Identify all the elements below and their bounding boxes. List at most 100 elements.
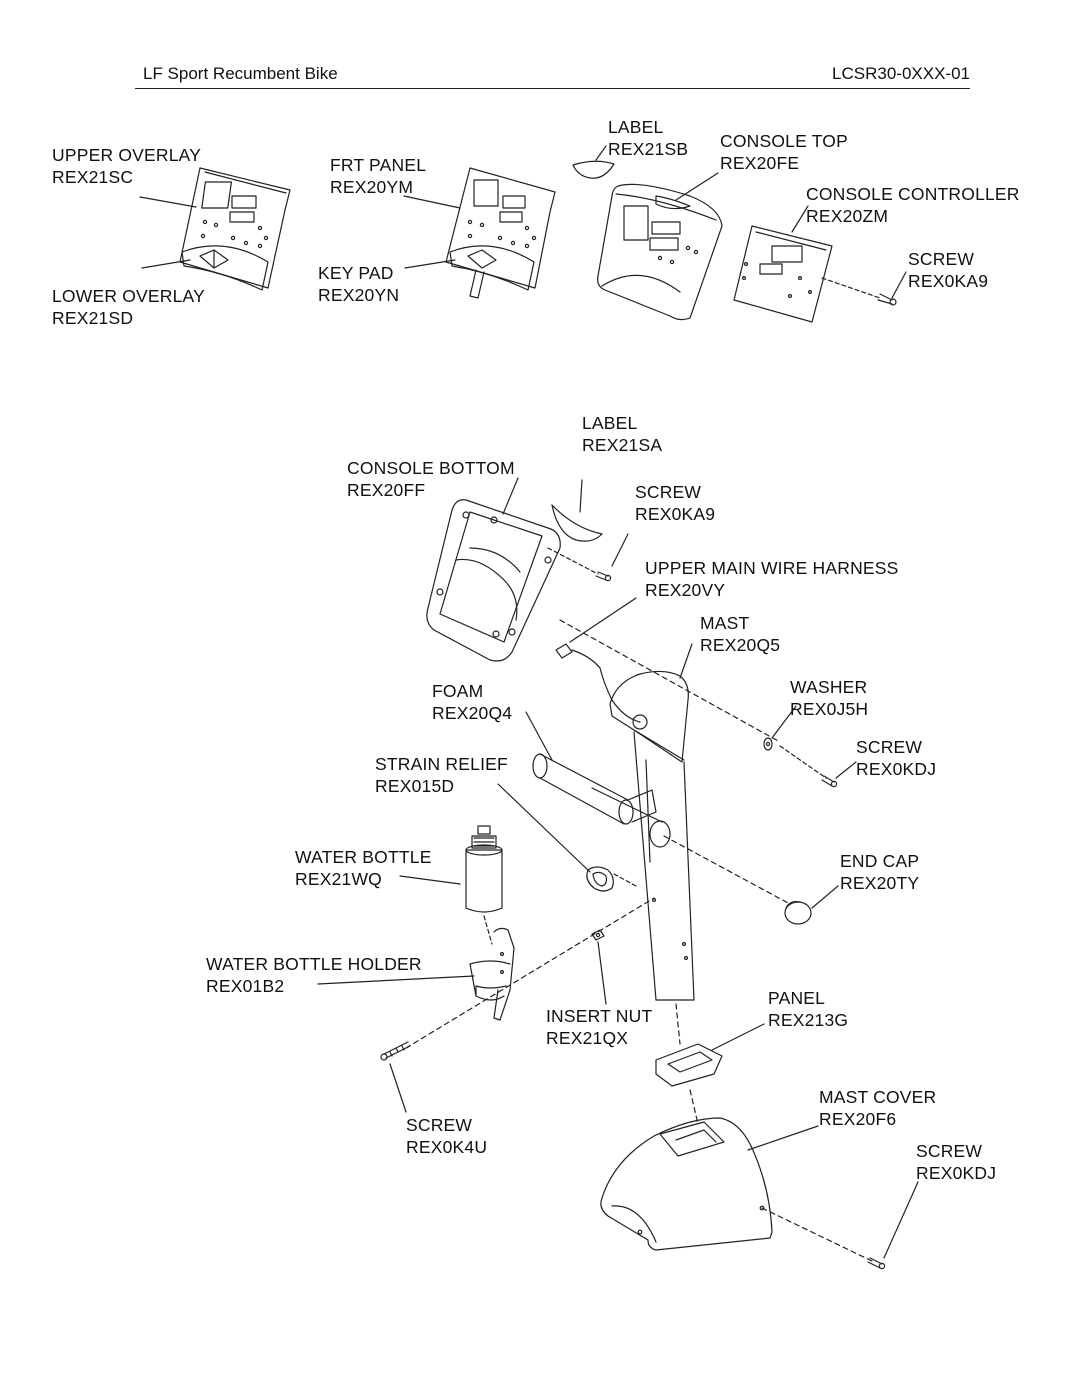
screw-mast-drawing <box>822 776 837 787</box>
water-bottle-holder-name: WATER BOTTLE HOLDER <box>206 954 422 974</box>
label-insert-nut: INSERT NUT REX21QX <box>546 1005 652 1049</box>
water-bottle-holder-leader <box>318 976 474 984</box>
front-panel-drawing <box>446 168 555 288</box>
lower-overlay-name: LOWER OVERLAY <box>52 286 206 306</box>
screw-console-bottom-code: REX0KA9 <box>635 504 716 524</box>
document-title: LF Sport Recumbent Bike <box>143 64 338 83</box>
mast-cover-leader <box>748 1126 818 1150</box>
screw-holder-name: SCREW <box>406 1115 473 1135</box>
label-end-cap: END CAP REX20TY <box>840 850 919 894</box>
upper-overlay-drawing <box>180 168 290 288</box>
label-console-top: CONSOLE TOP REX20FE <box>720 130 848 174</box>
label-water-bottle-holder: WATER BOTTLE HOLDER REX01B2 <box>206 953 422 997</box>
label-console-bottom: CONSOLE BOTTOM REX20FF <box>347 457 515 501</box>
console-bottom-name: CONSOLE BOTTOM <box>347 458 515 478</box>
foam-name: FOAM <box>432 681 484 701</box>
label-top-code: REX21SB <box>608 139 689 159</box>
label-bottom-name: LABEL <box>582 413 638 433</box>
water-bottle-axis <box>484 916 492 944</box>
screw-holder-code: REX0K4U <box>406 1137 488 1157</box>
end-cap-drawing <box>785 902 811 924</box>
strain-relief-leader <box>498 784 590 872</box>
water-bottle-holder-drawing <box>470 928 514 1020</box>
screw-mast-cover-axis <box>762 1208 874 1262</box>
strain-relief-drawing <box>587 867 613 891</box>
screw-controller-axis <box>822 278 880 298</box>
label-bottom-drawing <box>552 505 602 541</box>
console-controller-leader <box>792 206 808 232</box>
key-pad-code: REX20YN <box>318 285 400 305</box>
upper-overlay-name: UPPER OVERLAY <box>52 145 202 165</box>
wire-harness-drawing <box>556 644 640 722</box>
mast-axis <box>560 620 780 742</box>
document-number: LCSR30-0XXX-01 <box>832 64 970 83</box>
mast-cover-code: REX20F6 <box>819 1109 897 1129</box>
screw-mast-leader <box>836 762 856 778</box>
label-screw-holder: SCREW REX0K4U <box>406 1114 487 1158</box>
panel-drawing <box>656 1044 722 1086</box>
foam-code: REX20Q4 <box>432 703 513 723</box>
label-frt-panel: FRT PANEL REX20YM <box>330 154 426 198</box>
front-panel-leader <box>404 196 460 208</box>
label-label-top: LABEL REX21SB <box>608 116 688 160</box>
insert-nut-code: REX21QX <box>546 1028 629 1048</box>
insert-nut-leader <box>598 942 606 1004</box>
wire-harness-name: UPPER MAIN WIRE HARNESS <box>645 558 899 578</box>
insert-nut-drawing <box>592 930 604 940</box>
screw-controller-drawing <box>878 294 896 305</box>
screw-controller-leader <box>892 272 906 298</box>
label-strain-relief: STRAIN RELIEF REX015D <box>375 753 508 797</box>
label-bottom-leader <box>580 480 582 512</box>
label-key-pad: KEY PAD REX20YN <box>318 262 399 306</box>
lower-overlay-code: REX21SD <box>52 308 134 328</box>
mast-cover-drawing <box>601 1118 772 1250</box>
screw-controller-code: REX0KA9 <box>908 271 989 291</box>
panel-axis-lower <box>690 1090 698 1124</box>
key-pad-leader <box>405 260 455 268</box>
label-panel: PANEL REX213G <box>768 987 848 1031</box>
label-lower-overlay: LOWER OVERLAY REX21SD <box>52 285 205 329</box>
screw-holder-leader <box>390 1064 406 1112</box>
console-bottom-leader <box>503 478 518 514</box>
foam-drawing <box>533 754 670 847</box>
label-top-leader <box>596 146 606 160</box>
screw-mast-cover-leader <box>884 1182 918 1258</box>
strain-relief-code: REX015D <box>375 776 455 796</box>
lower-overlay-leader <box>142 260 190 268</box>
foam-leader <box>526 712 552 760</box>
panel-code: REX213G <box>768 1010 849 1030</box>
console-top-name: CONSOLE TOP <box>720 131 848 151</box>
water-bottle-drawing <box>466 826 502 912</box>
screw-mast-cover-code: REX0KDJ <box>916 1163 997 1183</box>
screw-mast-axis <box>780 746 826 778</box>
washer-leader <box>772 706 796 738</box>
console-bottom-drawing <box>427 500 560 661</box>
label-screw-controller: SCREW REX0KA9 <box>908 248 988 292</box>
washer-drawing <box>764 738 772 750</box>
console-bottom-code: REX20FF <box>347 480 426 500</box>
console-top-drawing <box>598 184 722 319</box>
frt-panel-code: REX20YM <box>330 177 414 197</box>
label-foam: FOAM REX20Q4 <box>432 680 512 724</box>
label-washer: WASHER REX0J5H <box>790 676 868 720</box>
strain-relief-axis <box>614 874 636 886</box>
screw-console-bottom-drawing <box>596 572 611 581</box>
water-bottle-name: WATER BOTTLE <box>295 847 432 867</box>
label-screw-mast: SCREW REX0KDJ <box>856 736 936 780</box>
screw-console-bottom-name: SCREW <box>635 482 702 502</box>
washer-name: WASHER <box>790 677 868 697</box>
frt-panel-name: FRT PANEL <box>330 155 427 175</box>
water-bottle-code: REX21WQ <box>295 869 382 889</box>
mast-leader <box>680 644 692 678</box>
screw-mast-cover-name: SCREW <box>916 1141 983 1161</box>
console-top-leader <box>676 173 718 200</box>
screw-holder-drawing <box>381 1042 410 1060</box>
end-cap-leader <box>812 886 838 908</box>
end-cap-name: END CAP <box>840 851 920 871</box>
water-bottle-holder-code: REX01B2 <box>206 976 285 996</box>
mast-drawing <box>610 671 694 1000</box>
console-controller-drawing <box>734 226 832 322</box>
label-label-bottom: LABEL REX21SA <box>582 412 662 456</box>
holder-screw-axis <box>406 898 654 1048</box>
